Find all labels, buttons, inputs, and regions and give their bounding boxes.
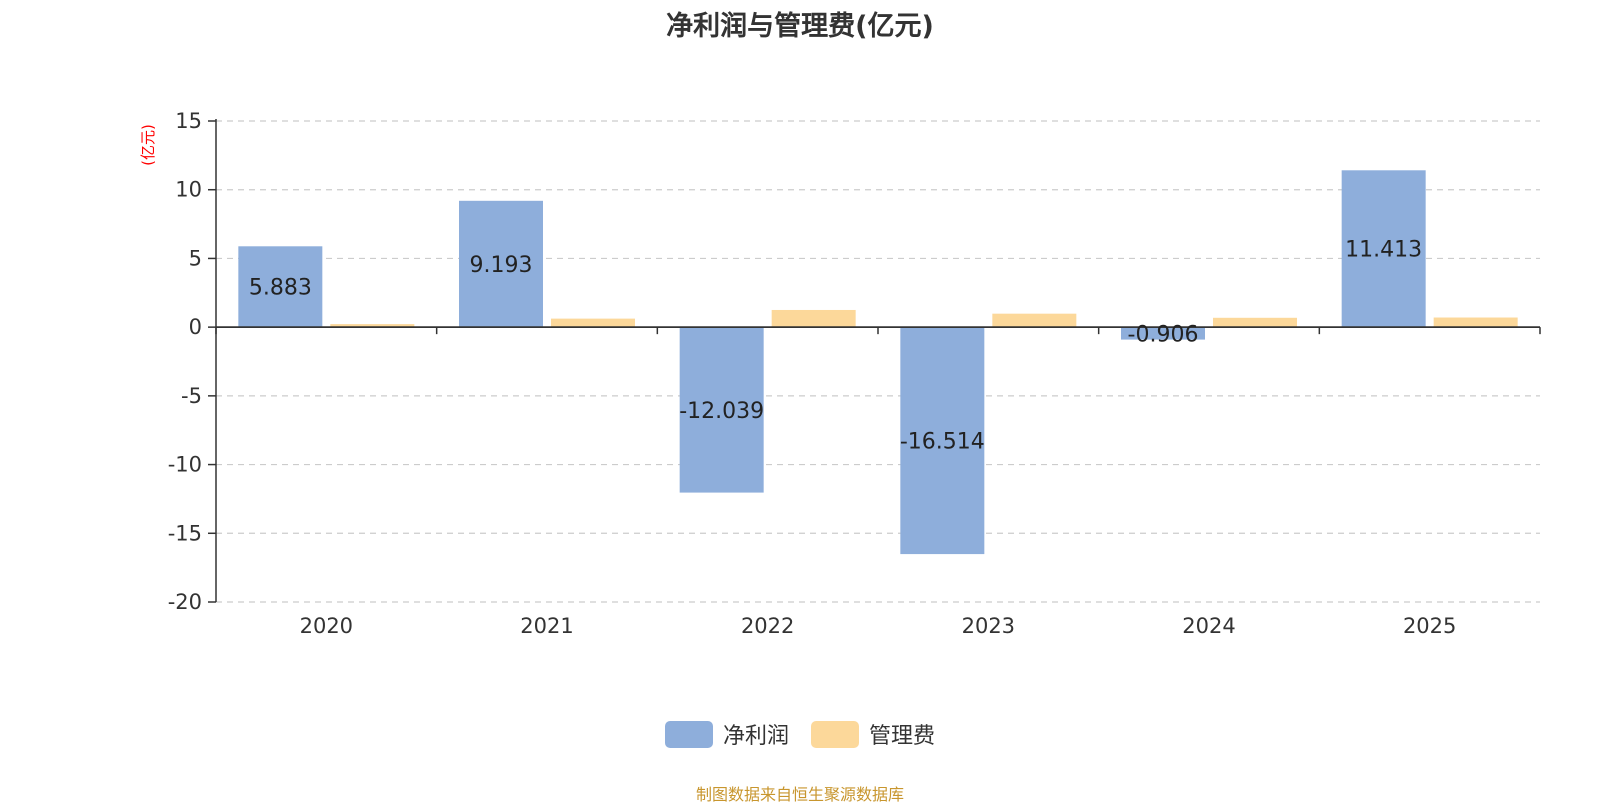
y-tick-label: 10 [175,178,202,202]
bar-admin-expense [771,309,856,328]
bar-net-profit [900,327,985,555]
y-tick-label: -5 [181,384,202,408]
bar-admin-expense [551,318,635,328]
x-tick-label: 2023 [962,614,1015,638]
data-label: -12.039 [679,399,764,424]
axes: 15 10 5 0 -5 -10 -15 -20 2020 2021 2022 2023 2024 202… [168,109,1541,638]
legend-label: 管理费 [869,724,936,749]
bar-net-profit [1341,170,1426,328]
x-tick-label: 2025 [1403,614,1456,638]
data-label: 9.193 [470,253,533,278]
bar-net-profit [459,200,543,328]
data-label: -16.514 [900,430,985,455]
bar-admin-expense [1213,317,1297,328]
grid-lines [216,120,1540,603]
data-label: 11.413 [1345,238,1422,263]
bars [238,170,1518,555]
bar-admin-expense [330,324,415,328]
bar-net-profit [679,327,764,493]
legend-label: 净利润 [722,724,789,749]
data-label: 5.883 [249,276,312,301]
legend-item[interactable]: 净利润 [664,718,789,750]
x-tick-label: 2020 [300,614,353,638]
legend-swatch [811,720,859,748]
data-labels: 5.883 9.193 -12.039 -16.514 -0.906 11.413 [249,238,1422,455]
x-tick-label: 2024 [1182,614,1235,638]
legend-item[interactable]: 管理费 [811,718,935,750]
bar-net-profit [238,246,323,328]
y-axis-title: (亿元) [139,124,157,166]
y-tick-label: 15 [175,109,202,133]
source-note: 制图数据来自恒生聚源数据库 [695,785,904,804]
legend: 净利润 管理费 [0,718,1600,750]
y-tick-label: -10 [168,453,202,477]
y-tick-label: 5 [189,246,202,270]
y-tick-label: -15 [168,521,202,545]
chart-title: 净利润与管理费(亿元) [666,11,934,42]
bar-net-profit [1121,327,1205,340]
bar-admin-expense [992,313,1077,328]
x-tick-label: 2022 [741,614,794,638]
data-label: -0.906 [1128,322,1199,347]
y-tick-label: 0 [189,315,202,339]
y-tick-label: -20 [168,590,202,614]
legend-swatch [664,720,713,748]
x-tick-label: 2021 [520,614,573,638]
bar-admin-expense [1433,317,1518,328]
